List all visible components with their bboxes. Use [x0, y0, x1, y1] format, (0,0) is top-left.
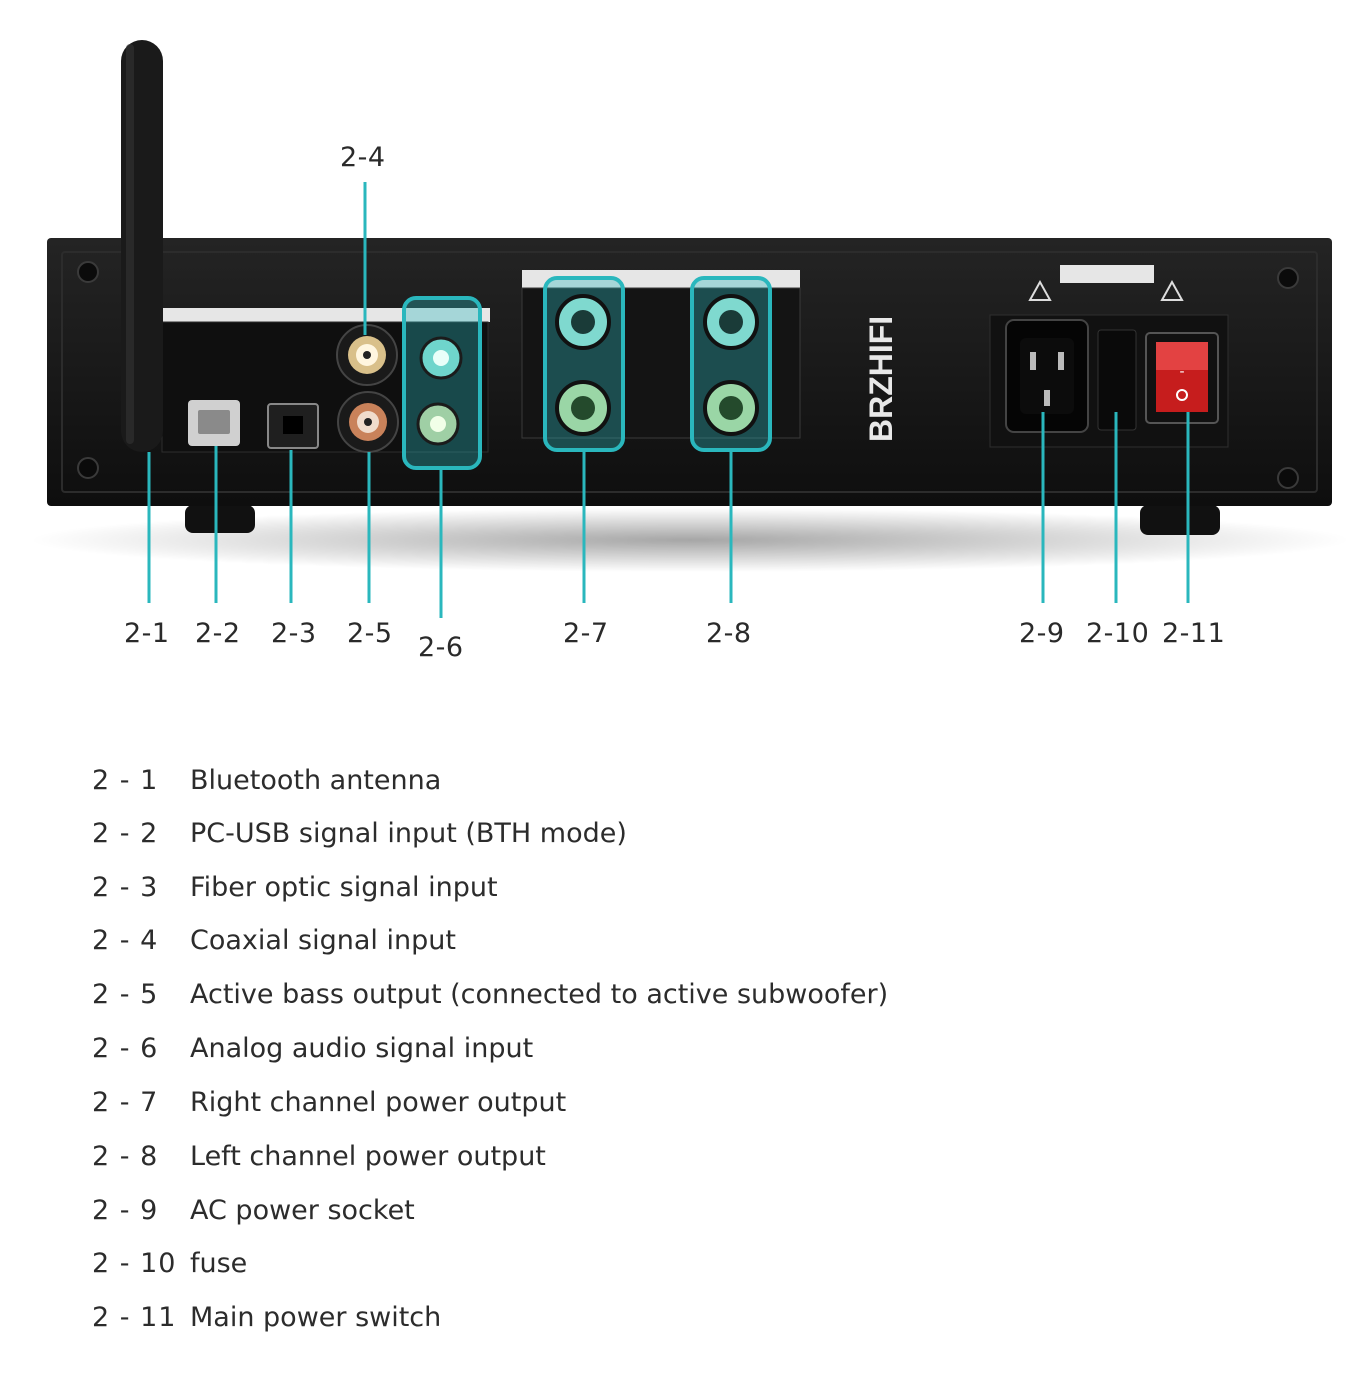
legend-description: Main power switch [190, 1302, 442, 1333]
speaker-terminal-label-strip [522, 270, 800, 288]
speaker-binding-post-icon [555, 294, 611, 436]
speaker-binding-post-icon [703, 294, 759, 436]
floor-shadow [30, 508, 1350, 572]
legend-number: 2 - 6 [92, 1033, 159, 1064]
legend-description: Bluetooth antenna [190, 765, 442, 796]
legend-number: 2 - 1 [92, 765, 159, 796]
legend-description: Coaxial signal input [190, 925, 456, 956]
callout-leader-lines [147, 182, 1190, 618]
legend-number: 2 - 3 [92, 872, 159, 903]
legend-description: AC power socket [190, 1195, 415, 1226]
callout-2-11: 2-11 [1162, 618, 1226, 649]
callout-2-4: 2-4 [340, 142, 386, 173]
device-diagram: BRZHIFI - [30, 40, 1350, 663]
callout-2-5: 2-5 [347, 618, 393, 649]
callout-2-7: 2-7 [563, 618, 609, 649]
screw-icon [77, 261, 1299, 489]
legend-number: 2 - 5 [92, 979, 159, 1010]
subwoofer-rca-port-icon [337, 391, 399, 453]
legend-number: 2 - 8 [92, 1141, 159, 1172]
legend-description: Analog audio signal input [190, 1033, 534, 1064]
callout-2-3: 2-3 [271, 618, 317, 649]
power-switch-icon: - [1145, 332, 1219, 424]
front-foot-right [1140, 505, 1220, 535]
chassis-inner-border [61, 251, 1318, 493]
callout-2-6: 2-6 [418, 632, 464, 663]
legend-description: Right channel power output [190, 1087, 567, 1118]
callout-2-10: 2-10 [1086, 618, 1150, 649]
callout-2-1: 2-1 [124, 618, 170, 649]
brand-logo: BRZHIFI [863, 316, 899, 442]
usb-b-port-icon [188, 400, 240, 446]
svg-text:-: - [1179, 364, 1184, 380]
left-label-strip [160, 308, 490, 322]
legend-number: 2 - 4 [92, 925, 159, 956]
coaxial-rca-port-icon [336, 324, 398, 386]
amplifier-rear-panel-illustration: BRZHIFI - [30, 40, 1350, 618]
legend-number: 2 - 10 [92, 1248, 177, 1279]
warning-label [1028, 265, 1184, 301]
legend-number: 2 - 9 [92, 1195, 159, 1226]
ac-power-socket-icon [1005, 319, 1089, 433]
legend-description: Active bass output (connected to active … [190, 979, 889, 1010]
legend-description: Fiber optic signal input [190, 872, 498, 903]
legend-number: 2 - 7 [92, 1087, 159, 1118]
front-foot-left [185, 505, 255, 533]
analog-rca-port-icon [416, 336, 463, 446]
callout-2-9: 2-9 [1019, 618, 1065, 649]
optical-port-icon [267, 403, 319, 449]
legend-description: Left channel power output [190, 1141, 546, 1172]
callout-2-8: 2-8 [706, 618, 752, 649]
legend-description: PC-USB signal input (BTH mode) [190, 818, 627, 849]
callout-2-2: 2-2 [195, 618, 241, 649]
legend-number: 2 - 11 [92, 1302, 177, 1333]
legend-number: 2 - 2 [92, 818, 159, 849]
legend-description: fuse [190, 1248, 248, 1279]
